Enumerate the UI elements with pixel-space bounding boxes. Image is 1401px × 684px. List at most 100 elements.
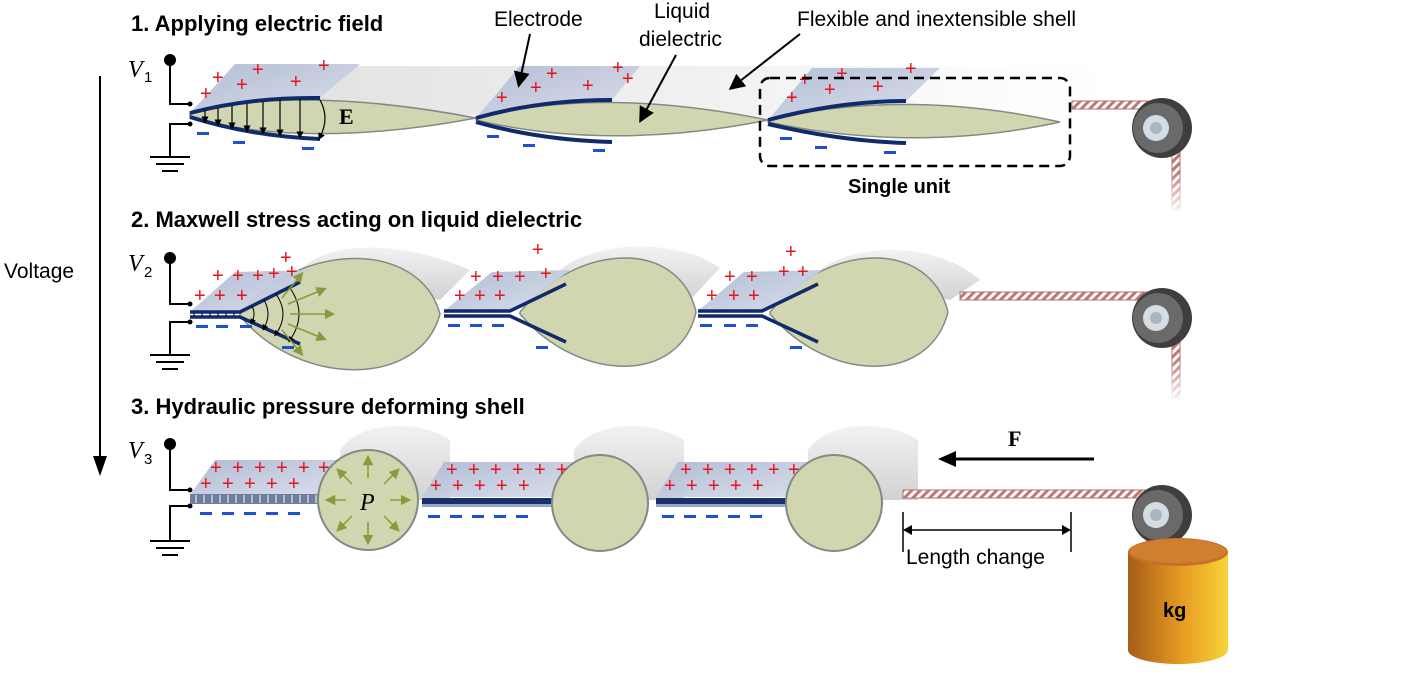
ground-icon	[150, 121, 193, 172]
svg-text:+: +	[778, 261, 790, 283]
voltage-2-subscript: 2	[144, 264, 152, 281]
svg-text:+: +	[446, 459, 458, 481]
svg-text:+: +	[582, 75, 594, 97]
shell-label: Flexible and inextensible shell	[797, 8, 1076, 31]
top-electrode	[444, 270, 570, 311]
svg-text:+: +	[232, 457, 244, 479]
bottom-electrode-edge	[767, 122, 907, 145]
svg-text:+: +	[768, 459, 780, 481]
voltage-terminal-icon	[164, 438, 193, 493]
svg-text:+: +	[730, 475, 742, 497]
liquid-dielectric-label-line2: dielectric	[639, 28, 722, 51]
weight-label: kg	[1163, 600, 1186, 622]
svg-text:+: +	[786, 87, 798, 109]
voltage-label-bg	[0, 255, 96, 287]
stage-3: V 3	[128, 426, 1228, 664]
dielectric-pouch	[785, 454, 883, 552]
svg-text:+: +	[194, 285, 206, 307]
stage-3-title: 3. Hydraulic pressure deforming shell	[131, 394, 525, 419]
stage-1: V 1 E	[128, 0, 1192, 215]
svg-text:+: +	[702, 459, 714, 481]
svg-text:+: +	[797, 261, 809, 283]
pressure-symbol: P	[359, 490, 375, 516]
top-electrode-edge	[444, 282, 567, 313]
length-change-arrowhead	[1062, 525, 1071, 535]
svg-text:+: +	[512, 459, 524, 481]
svg-text:+: +	[268, 263, 280, 285]
svg-text:+: +	[746, 266, 758, 288]
svg-text:+: +	[748, 285, 760, 307]
electrode-stack	[422, 504, 556, 507]
rope	[959, 291, 1151, 301]
svg-text:+: +	[212, 67, 224, 89]
length-change-label: Length change	[906, 546, 1045, 569]
voltage-terminal-icon	[164, 54, 193, 107]
voltage-3-subscript: 3	[144, 451, 152, 468]
svg-text:+: +	[518, 475, 530, 497]
svg-text:+: +	[232, 265, 244, 287]
bottom-electrode-edge	[698, 314, 819, 344]
ground-icon	[150, 319, 193, 370]
svg-text:+: +	[252, 265, 264, 287]
svg-text:+: +	[514, 266, 526, 288]
top-electrode	[190, 64, 360, 113]
dielectric-pouch	[551, 454, 649, 552]
svg-text:+: +	[724, 266, 736, 288]
svg-text:+: +	[532, 239, 544, 261]
svg-text:+: +	[824, 79, 836, 101]
top-electrode-edge	[190, 280, 301, 314]
maxwell-stress-arrows	[281, 271, 336, 357]
svg-text:+: +	[222, 473, 234, 495]
voltage-terminal-icon	[164, 252, 193, 307]
electrode-pointer	[513, 33, 531, 88]
svg-text:+: +	[708, 475, 720, 497]
svg-text:+: +	[496, 475, 508, 497]
liquid-dielectric-pointer	[639, 54, 677, 124]
top-electrode	[698, 270, 822, 311]
positive-charges: + + + + + + + + + + + + + + + + + +	[200, 55, 917, 109]
svg-text:+: +	[680, 459, 692, 481]
svg-text:+: +	[454, 285, 466, 307]
length-change-arrowhead	[903, 525, 912, 535]
electrode-stack	[422, 498, 556, 504]
svg-text:+: +	[214, 285, 226, 307]
weight-icon	[1128, 538, 1228, 664]
top-electrode-edge	[767, 99, 907, 122]
svg-text:+: +	[534, 459, 546, 481]
top-electrode	[190, 460, 340, 495]
svg-text:+: +	[318, 55, 330, 77]
svg-text:+: +	[200, 473, 212, 495]
pressure-arrows	[324, 454, 412, 546]
rope	[902, 489, 1150, 499]
svg-text:+: +	[706, 285, 718, 307]
single-unit-box	[758, 76, 1072, 168]
electric-field-lines	[201, 99, 326, 141]
svg-text:+: +	[244, 473, 256, 495]
electrode-stack-hatch	[195, 495, 317, 503]
rope-fade	[1160, 358, 1192, 403]
svg-text:+: +	[752, 475, 764, 497]
svg-text:+: +	[664, 475, 676, 497]
electrode-label: Electrode	[494, 8, 583, 31]
liquid-dielectric-label-line1: Liquid	[654, 0, 710, 23]
voltage-1-symbol: V	[128, 57, 145, 83]
svg-text:+: +	[530, 77, 542, 99]
dielectric-pouch	[767, 103, 1061, 139]
svg-text:+: +	[290, 71, 302, 93]
electrode-stack	[190, 494, 322, 504]
svg-text:+: +	[546, 63, 558, 85]
stage-2-title: 2. Maxwell stress acting on liquid diele…	[131, 207, 582, 232]
top-electrode	[768, 68, 940, 120]
svg-text:+: +	[212, 265, 224, 287]
voltage-1-subscript: 1	[144, 69, 152, 86]
svg-text:+: +	[785, 241, 797, 263]
electrode-stack	[656, 504, 790, 507]
svg-text:+: +	[872, 76, 884, 98]
svg-text:+: +	[288, 473, 300, 495]
svg-text:+: +	[200, 83, 212, 105]
svg-text:+: +	[612, 57, 624, 79]
svg-text:+: +	[318, 457, 330, 479]
svg-text:+: +	[746, 459, 758, 481]
svg-text:+: +	[254, 457, 266, 479]
